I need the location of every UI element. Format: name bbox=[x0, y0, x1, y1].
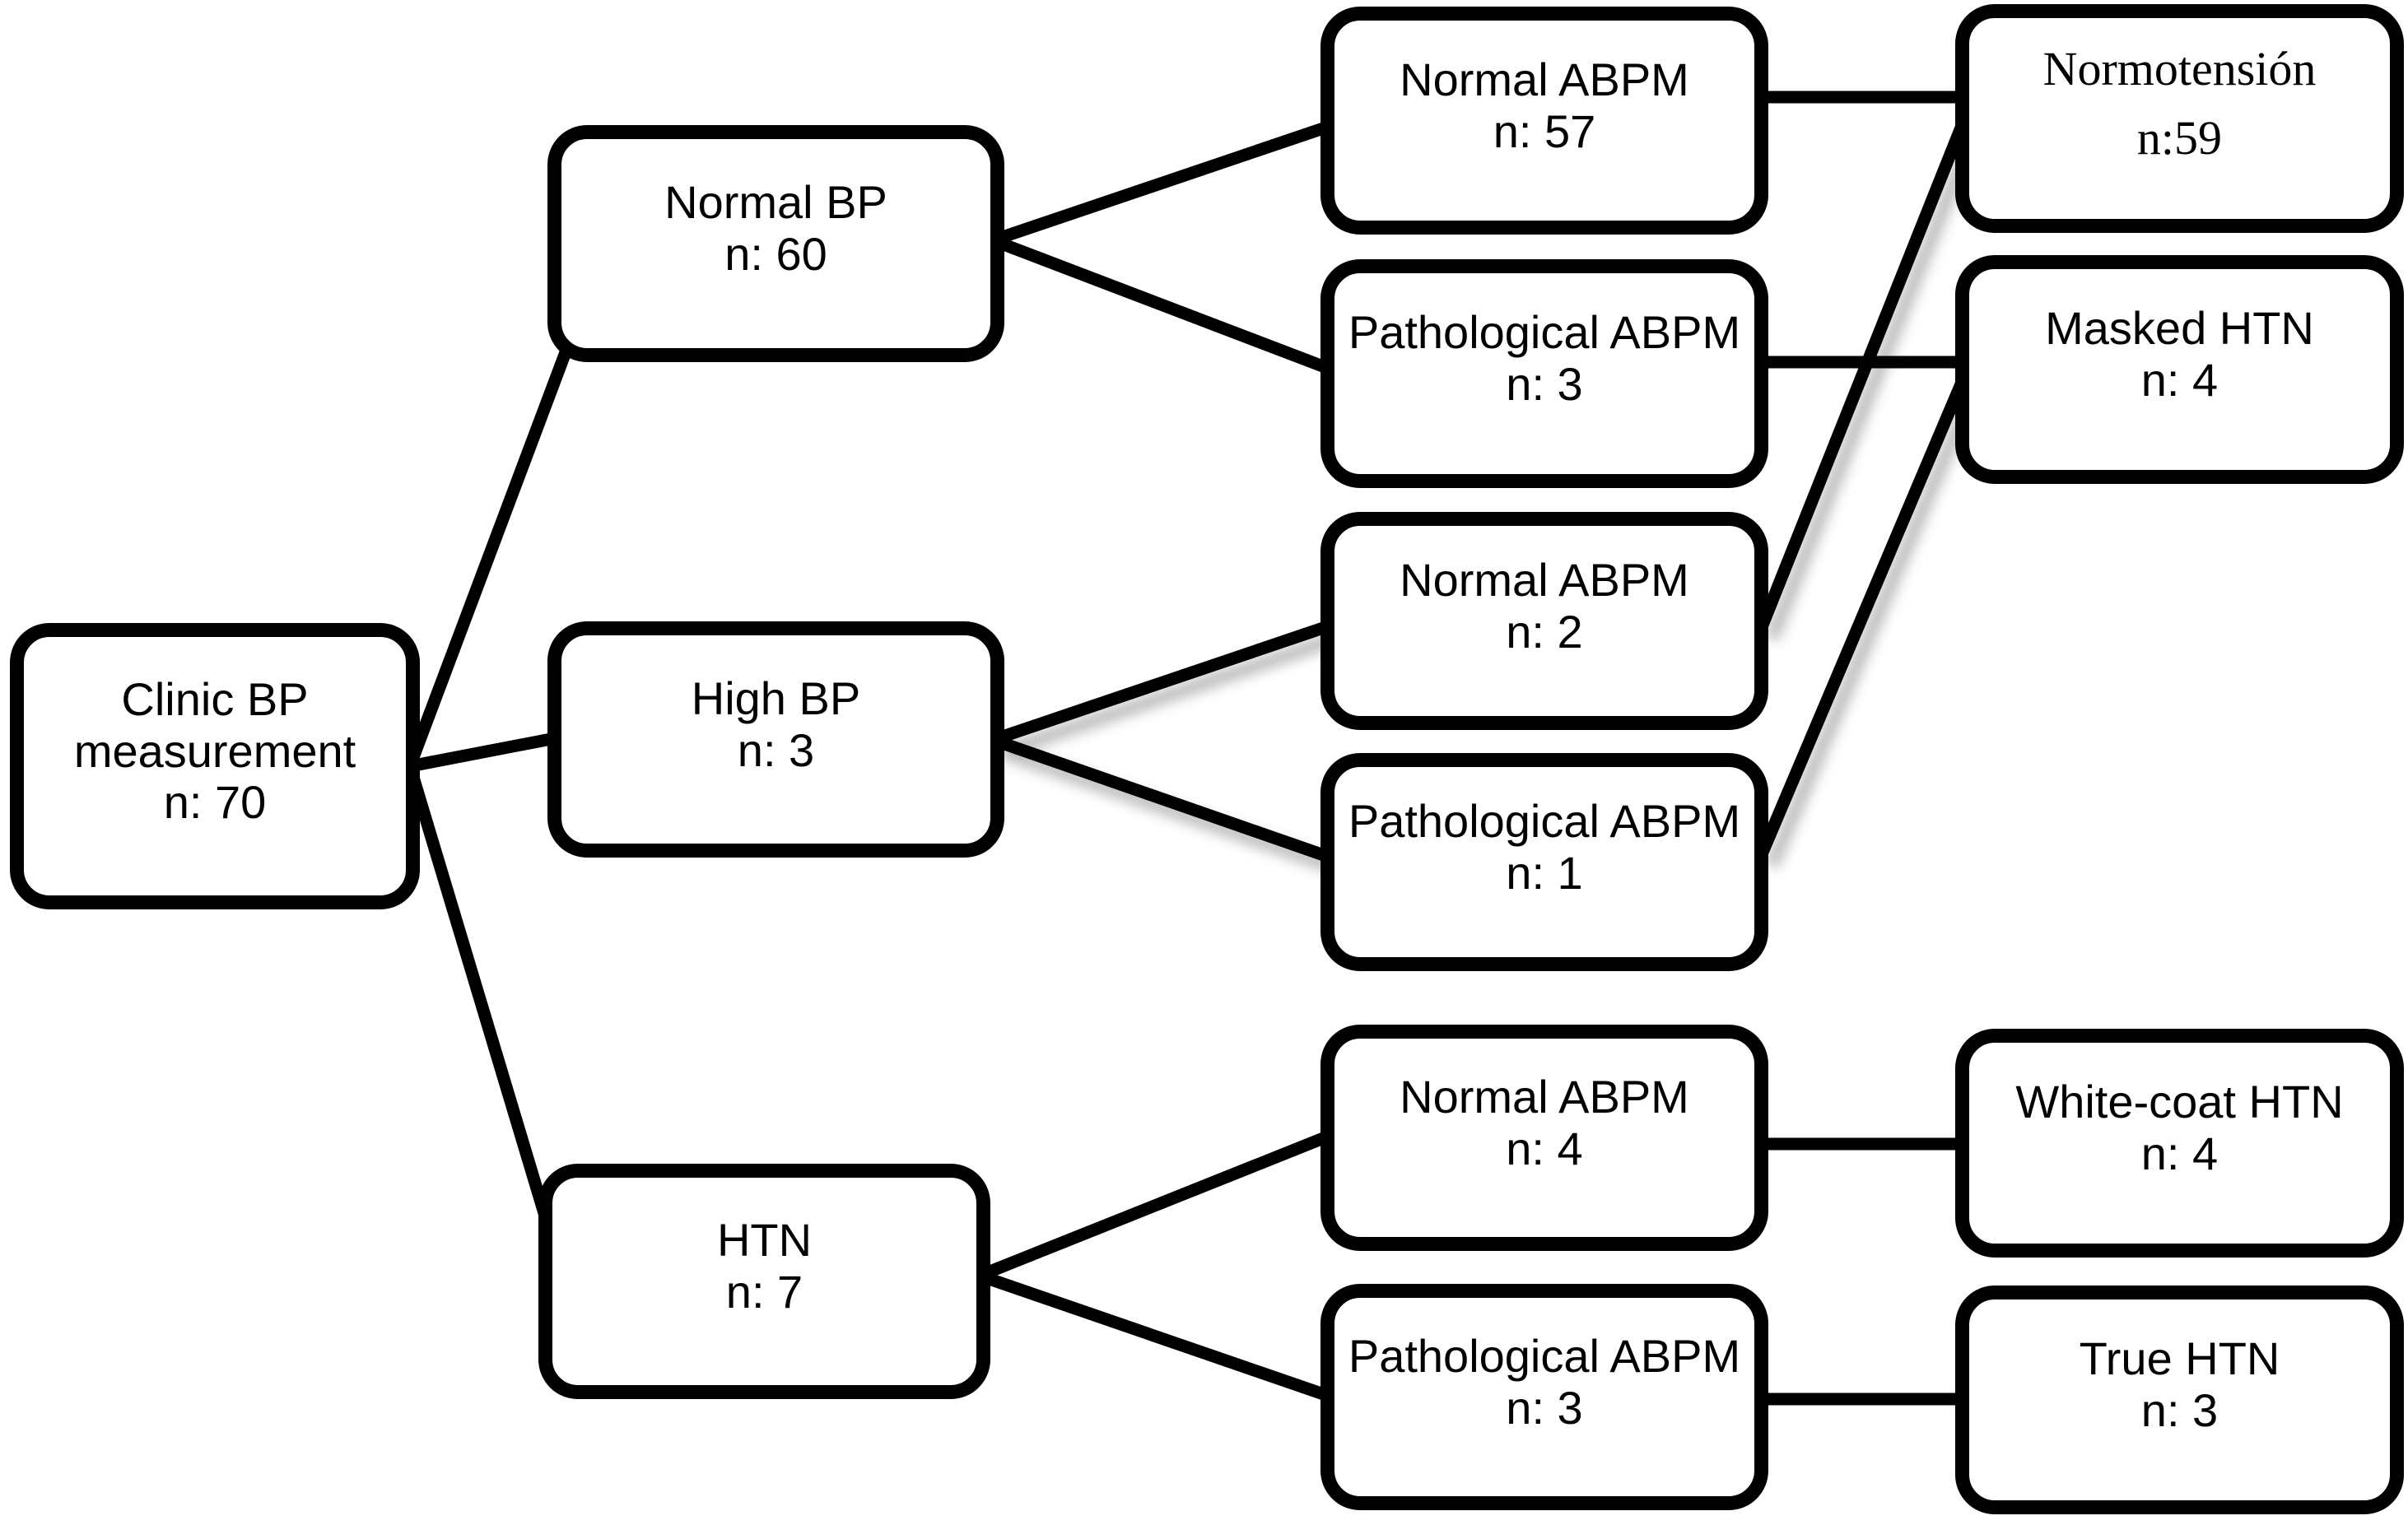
node-count: n: 60 bbox=[724, 228, 827, 280]
node-text: Normal ABPM n: 2 bbox=[1400, 553, 1689, 658]
node-label: Pathological ABPM bbox=[1348, 306, 1741, 359]
node-label: Normal ABPM bbox=[1400, 53, 1689, 105]
node-text: Pathological ABPM n: 3 bbox=[1348, 1329, 1741, 1434]
node-clinic-bp-text: Clinic BP measurement n: 70 bbox=[73, 672, 356, 829]
node-count: n:59 bbox=[2136, 111, 2223, 165]
node-label: High BP bbox=[691, 672, 861, 724]
node-label: Masked HTN bbox=[2045, 302, 2314, 355]
node-pathological-abpm-from-high-bp: Pathological ABPM n: 1 bbox=[1320, 753, 1768, 971]
node-normal-abpm-from-htn: Normal ABPM n: 4 bbox=[1320, 1025, 1768, 1251]
node-text: Normotensión n:59 bbox=[2043, 35, 2317, 173]
node-high-bp-text: High BP n: 3 bbox=[691, 672, 861, 776]
node-label: Pathological ABPM bbox=[1348, 1329, 1741, 1382]
edge-clinic-to-high-bp bbox=[408, 729, 570, 773]
edge-clinic-to-htn bbox=[403, 764, 563, 1257]
node-count: n: 3 bbox=[737, 723, 815, 776]
node-clinic-bp: Clinic BP measurement n: 70 bbox=[10, 623, 420, 909]
node-normotension: Normotensión n:59 bbox=[1955, 4, 2404, 233]
node-htn: HTN n: 7 bbox=[538, 1164, 990, 1399]
node-count: n: 4 bbox=[2140, 354, 2219, 406]
node-label: Clinic BP bbox=[121, 672, 309, 725]
edge-high-bp-to-normal-abpm2 bbox=[990, 616, 1340, 746]
node-count: n: 70 bbox=[163, 776, 267, 829]
node-label: True HTN bbox=[2079, 1332, 2280, 1385]
edge-normal-abpm2-to-normotension bbox=[1756, 121, 1968, 630]
node-masked-htn: Masked HTN n: 4 bbox=[1955, 255, 2404, 484]
node-pathological-abpm-from-htn: Pathological ABPM n: 3 bbox=[1320, 1284, 1768, 1510]
node-label: Normal ABPM bbox=[1400, 1070, 1689, 1123]
node-label: Pathological ABPM bbox=[1348, 794, 1741, 847]
node-label: Normal BP bbox=[664, 176, 887, 229]
node-text: True HTN n: 3 bbox=[2080, 1333, 2280, 1436]
node-count: n: 3 bbox=[1506, 1381, 1583, 1434]
node-normal-abpm-from-high-bp: Normal ABPM n: 2 bbox=[1320, 512, 1768, 730]
node-text: Pathological ABPM n: 1 bbox=[1348, 794, 1741, 899]
node-true-htn: True HTN n: 3 bbox=[1955, 1286, 2404, 1514]
node-text: Masked HTN n: 4 bbox=[2045, 303, 2314, 406]
node-normal-bp-text: Normal BP n: 60 bbox=[664, 177, 887, 280]
edge-normal-bp-to-normal-abpm57 bbox=[990, 117, 1340, 247]
node-count: n: 1 bbox=[1506, 846, 1583, 899]
edge-htn-to-normal-abpm4 bbox=[977, 1127, 1340, 1281]
node-label: measurement bbox=[73, 724, 356, 777]
node-count: n: 3 bbox=[1506, 358, 1583, 410]
node-high-bp: High BP n: 3 bbox=[547, 621, 1004, 858]
edge-pathological-abpm1-to-masked-htn bbox=[1756, 378, 1968, 857]
node-count: n: 4 bbox=[1506, 1122, 1583, 1174]
node-count: n: 3 bbox=[2140, 1384, 2219, 1436]
node-label: Normotensión bbox=[2042, 41, 2317, 95]
node-text: White-coat HTN n: 4 bbox=[2015, 1076, 2343, 1179]
node-normal-abpm-from-normal-bp: Normal ABPM n: 57 bbox=[1320, 7, 1768, 235]
node-htn-text: HTN n: 7 bbox=[717, 1215, 812, 1318]
node-text: Pathological ABPM n: 3 bbox=[1348, 307, 1740, 410]
node-count: n: 57 bbox=[1493, 105, 1596, 157]
edge-clinic-to-normal-bp bbox=[403, 343, 575, 769]
node-label: HTN bbox=[716, 1214, 813, 1267]
node-count: n: 7 bbox=[725, 1266, 803, 1318]
node-label: Normal ABPM bbox=[1400, 553, 1689, 606]
node-text: Normal ABPM n: 4 bbox=[1400, 1070, 1689, 1174]
node-label: White-coat HTN bbox=[2015, 1076, 2344, 1128]
node-count: n: 2 bbox=[1506, 605, 1583, 658]
edge-htn-to-pathological-abpm3b bbox=[977, 1269, 1340, 1406]
edge-high-bp-to-pathological-abpm1 bbox=[990, 733, 1340, 867]
node-white-coat-htn: White-coat HTN n: 4 bbox=[1955, 1029, 2404, 1258]
node-text: Normal ABPM n: 57 bbox=[1400, 53, 1689, 157]
node-normal-bp: Normal BP n: 60 bbox=[547, 125, 1004, 362]
edge-normal-bp-to-pathological-abpm3 bbox=[990, 234, 1340, 379]
node-pathological-abpm-from-normal-bp: Pathological ABPM n: 3 bbox=[1320, 259, 1768, 488]
node-count: n: 4 bbox=[2140, 1127, 2219, 1179]
